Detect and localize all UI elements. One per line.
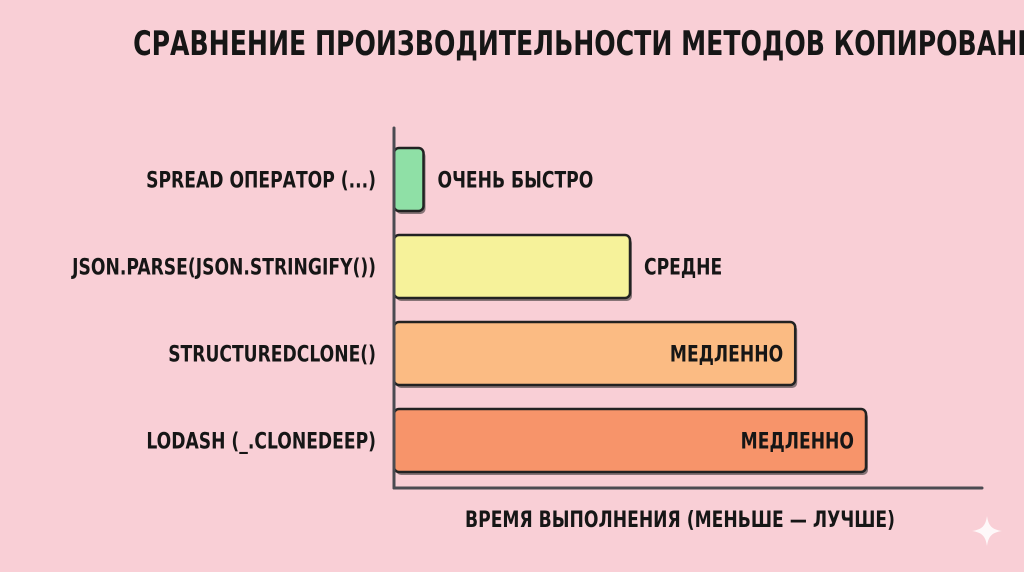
bar-value-label: СРЕДНЕ xyxy=(644,254,722,280)
chart-title: СРАВНЕНИЕ ПРОИЗВОДИТЕЛЬНОСТИ МЕТОДОВ КОП… xyxy=(133,24,1024,64)
bar xyxy=(392,233,632,300)
category-label: JSON.PARSE(JSON.STRINGIFY()) xyxy=(70,254,376,280)
sparkle-icon xyxy=(972,516,1002,546)
category-label: SPREAD ОПЕРАТОР (...) xyxy=(146,167,376,193)
x-axis-title: ВРЕМЯ ВЫПОЛНЕНИЯ (МЕНЬШЕ — ЛУЧШЕ) xyxy=(465,508,895,533)
bar-value-label: ОЧЕНЬ БЫСТРО xyxy=(437,167,593,193)
bar-value-label: МЕДЛЕННО xyxy=(741,428,854,454)
category-label: STRUCTUREDCLONE() xyxy=(168,341,376,367)
bar-value-label: МЕДЛЕННО xyxy=(670,341,783,367)
bar xyxy=(392,146,425,213)
category-label: LODASH (_.CLONEDEEP) xyxy=(146,428,376,454)
